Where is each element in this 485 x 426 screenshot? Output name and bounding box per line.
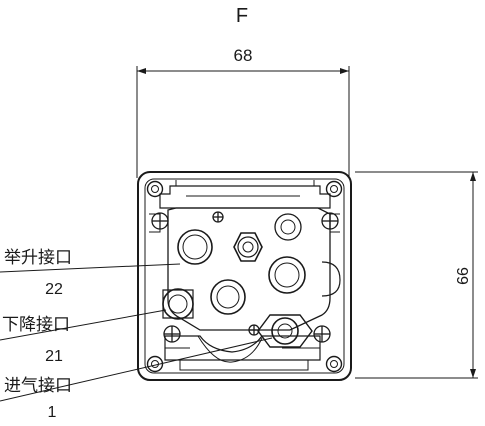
port-center	[210, 279, 246, 315]
ports	[162, 213, 313, 348]
screw-small-top-left	[212, 211, 224, 223]
port-plug-top-right	[274, 213, 302, 241]
height-dimension-value: 66	[455, 267, 472, 285]
screw-top-right	[321, 212, 339, 230]
width-dimension	[136, 66, 350, 178]
port-inlet-number: 1	[48, 404, 57, 421]
mounting-hole-top-right	[325, 180, 343, 198]
height-dimension	[355, 171, 478, 379]
port-right-middle	[268, 256, 306, 294]
leader-lift	[0, 263, 181, 273]
corner-holes	[146, 180, 343, 373]
leader-inlet	[0, 337, 273, 402]
view-label: F	[236, 5, 248, 27]
screw-bottom-right	[313, 325, 331, 343]
port-inlet	[257, 314, 313, 348]
port-lift-number: 22	[45, 281, 63, 298]
screw-top-left	[151, 212, 169, 230]
port-hex-top	[233, 232, 263, 262]
port-lift-name: 举升接口	[4, 248, 72, 267]
screw-bottom-left	[163, 325, 181, 343]
width-dimension-value: 68	[234, 46, 253, 65]
port-lower-number: 21	[45, 348, 63, 365]
mounting-hole-top-left	[146, 180, 164, 198]
port-lift	[177, 229, 213, 265]
leader-lower	[0, 309, 167, 341]
port-inlet-name: 进气接口	[4, 376, 72, 395]
screws	[151, 211, 339, 343]
valve-body	[137, 171, 352, 381]
screw-small-bottom	[248, 324, 260, 336]
port-lower	[162, 288, 194, 320]
leader-lines	[0, 263, 273, 402]
port-lower-name: 下降接口	[2, 315, 70, 334]
port-labels: 举升接口 22 下降接口 21 进气接口 1	[2, 248, 72, 421]
mounting-hole-bottom-right	[325, 355, 343, 373]
